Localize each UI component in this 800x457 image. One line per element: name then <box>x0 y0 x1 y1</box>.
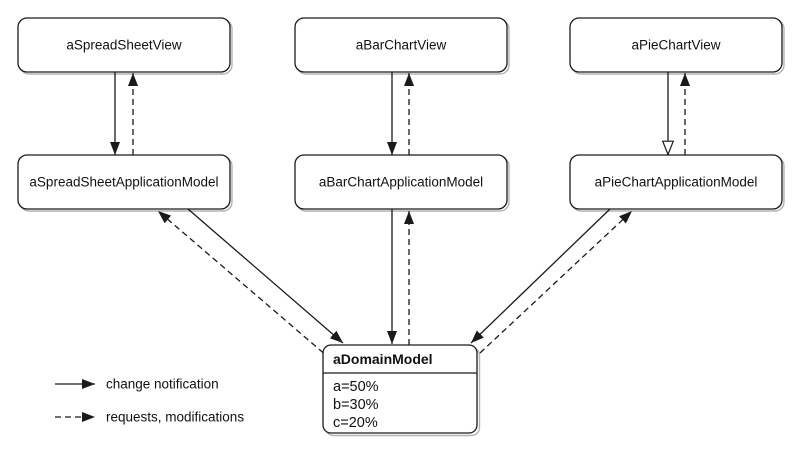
spreadsheet-appmodel-label: aSpreadSheetApplicationModel <box>29 175 218 190</box>
domain-model-box: aDomainModel a=50% b=30% c=20% <box>322 344 481 437</box>
spreadsheet-appmodel-to-domain-solid-arrow <box>187 208 344 344</box>
piechart-view-label: aPieChartView <box>631 38 720 53</box>
domain-to-spreadsheet-appmodel-dashed-arrow <box>157 210 324 354</box>
piechart-appmodel-to-domain-solid-arrow <box>470 208 611 344</box>
spreadsheet-view-box-rect <box>17 17 231 73</box>
domain-model-box-rect <box>322 344 478 434</box>
domain-attr-c: c=20% <box>333 415 378 431</box>
barchart-appmodel-label: aBarChartApplicationModel <box>319 175 483 190</box>
piechart-view-box-rect <box>569 17 783 73</box>
legend: change notification requests, modificati… <box>55 377 244 425</box>
domain-to-piechart-appmodel-dashed-arrow <box>479 210 633 354</box>
barchart-view-box-rect <box>294 17 508 73</box>
piechart-appmodel-box: aPieChartApplicationModel <box>569 154 785 212</box>
barchart-view-label: aBarChartView <box>356 38 447 53</box>
legend-dashed-label: requests, modifications <box>106 410 244 425</box>
spreadsheet-view-box: aSpreadSheetView <box>17 17 233 75</box>
domain-attr-a: a=50% <box>333 379 379 395</box>
spreadsheet-appmodel-box-rect <box>17 154 231 210</box>
barchart-view-box: aBarChartView <box>294 17 510 75</box>
piechart-view-box: aPieChartView <box>569 17 785 75</box>
domain-attr-b: b=30% <box>333 397 379 413</box>
domain-model-title: aDomainModel <box>333 351 433 367</box>
legend-solid-label: change notification <box>106 377 219 392</box>
piechart-appmodel-box-rect <box>569 154 783 210</box>
barchart-appmodel-box-rect <box>294 154 508 210</box>
spreadsheet-appmodel-box: aSpreadSheetApplicationModel <box>17 154 233 212</box>
piechart-appmodel-label: aPieChartApplicationModel <box>595 175 758 190</box>
barchart-appmodel-box: aBarChartApplicationModel <box>294 154 510 212</box>
spreadsheet-view-label: aSpreadSheetView <box>66 38 182 53</box>
